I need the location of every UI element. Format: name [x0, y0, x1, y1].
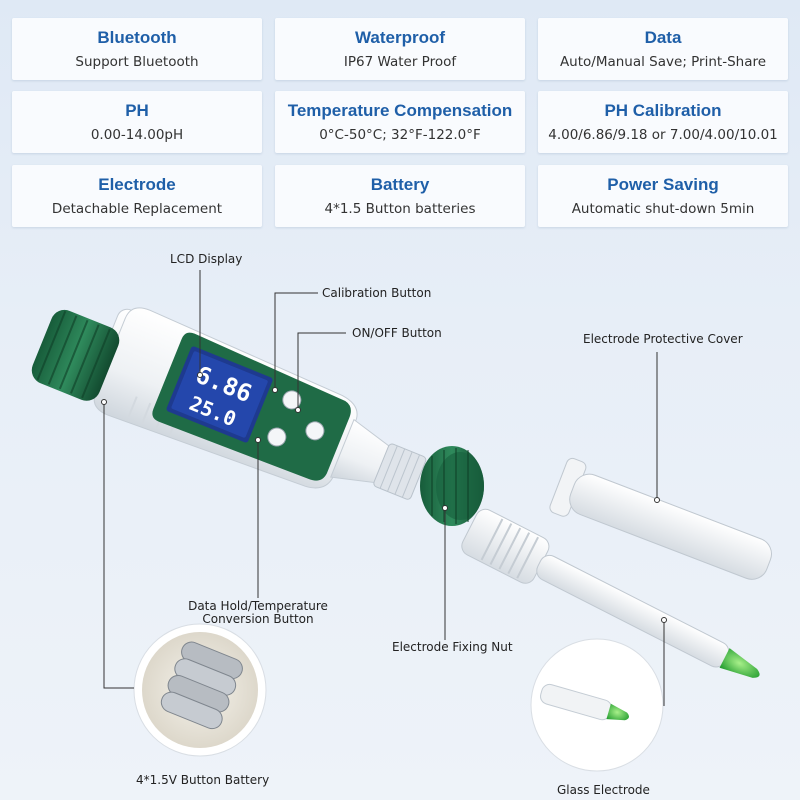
spec-title: PH Calibration: [604, 101, 722, 120]
callout-data-hold-line1: Data Hold/Temperature: [188, 599, 328, 613]
battery-detail-inset: [133, 623, 267, 757]
battery-cap: [31, 309, 120, 401]
callout-calibration-button: Calibration Button: [322, 286, 432, 300]
spec-card-waterproof: Waterproof IP67 Water Proof: [275, 18, 525, 80]
callout-electrode-fixing-nut: Electrode Fixing Nut: [392, 640, 513, 654]
spec-title: Waterproof: [354, 28, 446, 47]
glass-electrode-inset: [530, 638, 664, 772]
spec-value: IP67 Water Proof: [343, 54, 457, 70]
spec-title: PH: [125, 101, 149, 120]
callout-button-battery: 4*1.5V Button Battery: [136, 773, 270, 787]
spec-value: Automatic shut-down 5min: [571, 201, 755, 217]
spec-title: Temperature Compensation: [287, 101, 513, 120]
spec-value: 4.00/6.86/9.18 or 7.00/4.00/10.01: [548, 127, 778, 143]
callout-electrode-protective-cover: Electrode Protective Cover: [583, 332, 743, 346]
calibration-button-icon: [282, 390, 302, 410]
spec-value: Detachable Replacement: [51, 201, 223, 217]
spec-title: Data: [644, 28, 682, 47]
spec-card-power-saving: Power Saving Automatic shut-down 5min: [538, 165, 788, 227]
meter-body: 6.86 25.0: [91, 307, 427, 500]
protective-cover-part: [549, 457, 772, 580]
callout-glass-electrode: Glass Electrode: [557, 783, 650, 797]
spec-value: 0°C-50°C; 32°F-122.0°F: [319, 127, 481, 143]
spec-value: Support Bluetooth: [75, 54, 199, 70]
callout-data-hold-line2: Conversion Button: [202, 612, 314, 626]
spec-card-data: Data Auto/Manual Save; Print-Share: [538, 18, 788, 80]
spec-value: Auto/Manual Save; Print-Share: [559, 54, 767, 70]
callout-lcd-display: LCD Display: [170, 252, 243, 266]
spec-title: Battery: [370, 175, 430, 194]
spec-value: 0.00-14.00pH: [90, 127, 184, 143]
spec-card-battery: Battery 4*1.5 Button batteries: [275, 165, 525, 227]
spec-card-ph: PH 0.00-14.00pH: [12, 91, 262, 153]
spec-title: Power Saving: [607, 175, 719, 194]
spec-title: Electrode: [98, 175, 176, 194]
callout-lines: [103, 270, 665, 706]
callout-data-hold-button: Data Hold/Temperature Conversion Button: [188, 600, 328, 626]
spec-card-ph-calibration: PH Calibration 4.00/6.86/9.18 or 7.00/4.…: [538, 91, 788, 153]
spec-card-bluetooth: Bluetooth Support Bluetooth: [12, 18, 262, 80]
hold-button-icon: [267, 427, 287, 447]
spec-value: 4*1.5 Button batteries: [324, 201, 476, 217]
electrode-part: [461, 508, 760, 678]
callout-on-off-button: ON/OFF Button: [352, 326, 442, 340]
spec-card-electrode: Electrode Detachable Replacement: [12, 165, 262, 227]
spec-title: Bluetooth: [97, 28, 177, 47]
power-button-icon: [305, 421, 325, 441]
electrode-fixing-nut-part: [420, 446, 484, 526]
spec-card-temperature-compensation: Temperature Compensation 0°C-50°C; 32°F-…: [275, 91, 525, 153]
